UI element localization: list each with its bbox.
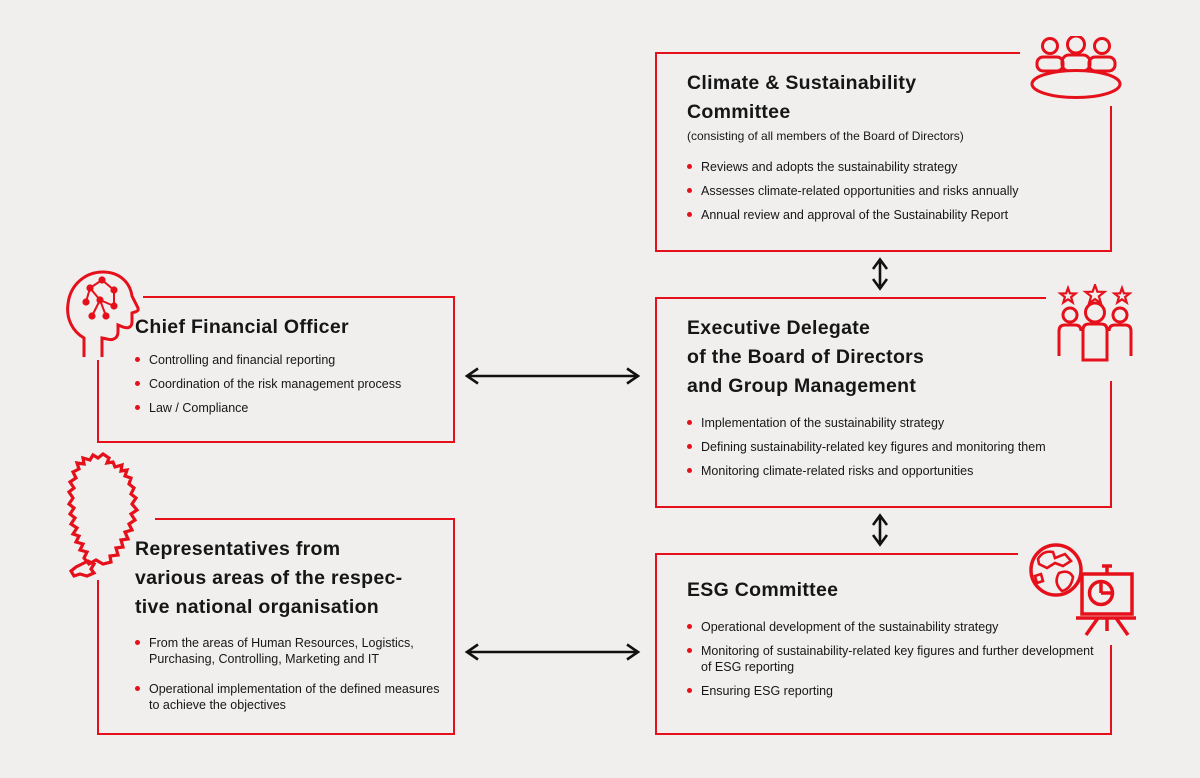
bullet-text: Assesses climate-related opportunities a… [701,184,1019,198]
bullet-text: Ensuring ESG reporting [701,684,834,698]
bullet-item: Monitoring climate-related risks and opp… [687,463,1096,479]
bullet-text: Operational development of the sustainab… [701,620,999,634]
bullet-dot [135,381,140,386]
bullet-text: Defining sustainability-related key figu… [701,440,1046,454]
box-esg-committee: ESG Committee Operational development of… [655,553,1112,735]
bullet-text: Operational implementation of the define… [149,682,440,712]
title-line: Chief Financial Officer [135,316,349,338]
double-arrow-climate-executive [868,255,892,298]
box-subtitle: (consisting of all members of the Board … [687,129,964,143]
bullet-item: Reviews and adopts the sustainability st… [687,159,1090,175]
bullet-dot [687,624,692,629]
bullet-dot [687,164,692,169]
box-national-representatives: Representatives from various areas of the… [97,518,455,735]
title-line: and Group Management [687,375,917,397]
bullet-dot [687,212,692,217]
bullet-text: Monitoring climate-related risks and opp… [701,464,974,478]
title-line: Climate & Sustainability [687,72,917,94]
bullet-list: Implementation of the sustainability str… [687,415,1096,479]
head-network-icon [62,266,142,358]
bullet-item: Annual review and approval of the Sustai… [687,207,1090,223]
title-line: of the Board of Directors [687,346,925,368]
bullet-dot [135,405,140,410]
globe-presentation-icon [1026,540,1138,638]
double-arrow-executive-esg [868,511,892,554]
title-line: Committee [687,101,791,123]
bullet-item: From the areas of Human Resources, Logis… [135,635,443,667]
bullet-text: Law / Compliance [149,401,249,415]
bullet-text: Coordination of the risk management proc… [149,377,402,391]
bullet-text: Annual review and approval of the Sustai… [701,208,1009,222]
double-arrow-reps-esg [460,640,645,669]
box-chief-financial-officer: Chief Financial Officer Controlling and … [97,296,455,443]
double-arrow-cfo-executive [460,364,645,393]
bullet-dot [135,357,140,362]
bullet-text: Monitoring of sustainability-related key… [701,644,1094,674]
bullet-list: Operational development of the sustainab… [687,619,1096,699]
border-gap [97,296,143,360]
box-title: Chief Financial Officer [135,313,443,342]
title-line: Representatives from [135,538,341,560]
bullet-dot [135,686,140,691]
title-line: ESG Committee [687,579,839,601]
box-title: Executive Delegate of the Board of Direct… [687,314,1096,401]
bullet-item: Monitoring of sustainability-related key… [687,643,1096,675]
title-line: Executive Delegate [687,317,871,339]
bullet-item: Coordination of the risk management proc… [135,376,443,392]
title-line: tive national organisation [135,596,379,618]
bullet-item: Defining sustainability-related key figu… [687,439,1096,455]
bullet-dot [687,648,692,653]
bullet-dot [687,420,692,425]
bullet-text: Reviews and adopts the sustainability st… [701,160,958,174]
bullet-dot [687,444,692,449]
box-title: ESG Committee [687,576,1096,605]
bullet-text: Implementation of the sustainability str… [701,416,945,430]
bullet-item: Operational implementation of the define… [135,681,443,713]
title-line: various areas of the respec- [135,567,403,589]
bullet-text: From the areas of Human Resources, Logis… [149,636,414,666]
germany-map-icon [60,452,152,578]
bullet-dot [687,688,692,693]
bullet-dot [135,640,140,645]
bullet-list: Reviews and adopts the sustainability st… [687,159,1090,223]
bullet-dot [687,468,692,473]
bullet-text: Controlling and financial reporting [149,353,336,367]
bullet-list: From the areas of Human Resources, Logis… [135,635,443,713]
box-title: Representatives from various areas of the… [135,535,443,622]
border-gap [97,518,155,580]
bullet-dot [687,188,692,193]
bullet-item: Operational development of the sustainab… [687,619,1096,635]
bullet-item: Assesses climate-related opportunities a… [687,183,1090,199]
bullet-item: Ensuring ESG reporting [687,683,1096,699]
bullet-item: Implementation of the sustainability str… [687,415,1096,431]
meeting-table-icon [1028,36,1124,104]
box-executive-delegate: Executive Delegate of the Board of Direct… [655,297,1112,508]
team-stars-icon [1056,284,1134,372]
bullet-item: Controlling and financial reporting [135,352,443,368]
bullet-item: Law / Compliance [135,400,443,416]
